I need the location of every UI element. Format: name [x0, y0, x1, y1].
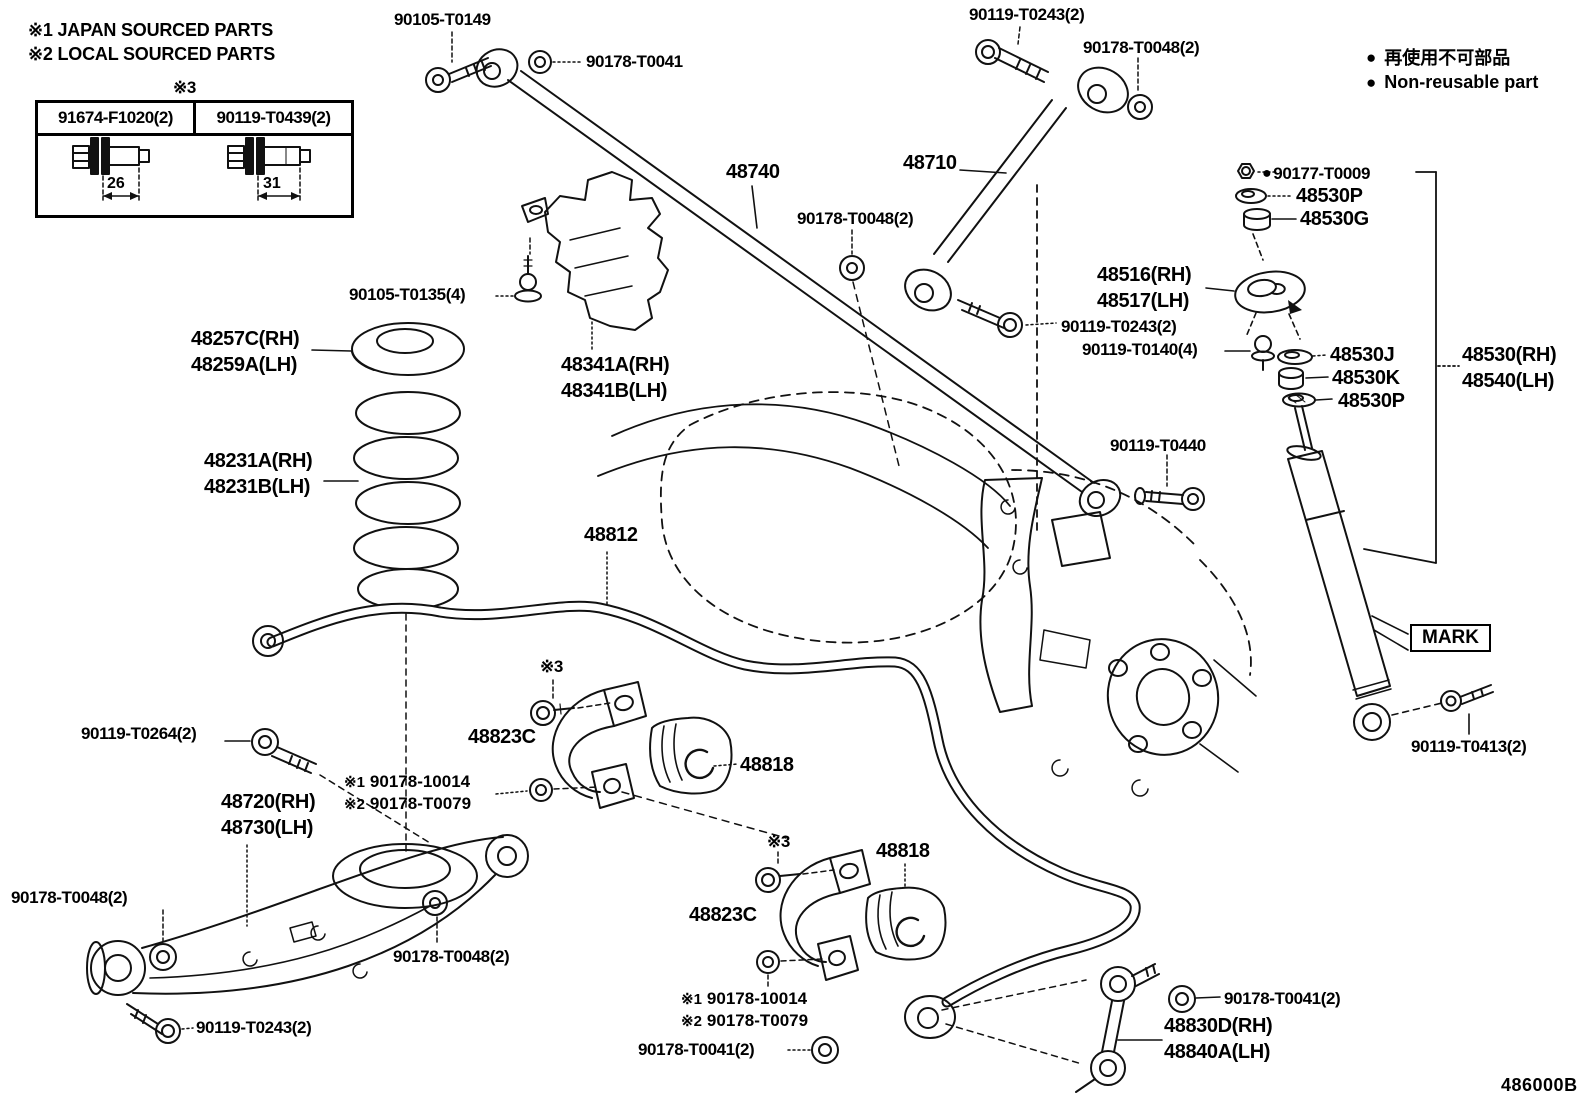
label-48710: 48710: [903, 152, 957, 174]
bolt-90119-t0440-icon: [1134, 454, 1205, 511]
label-48231a-48231b: 48231A(RH)48231B(LH): [204, 450, 313, 498]
nonreusable-bullet-icon: ●: [1262, 165, 1272, 182]
nut-90178-t0048-top-icon: [1127, 57, 1153, 120]
inset-bolt-31: [227, 137, 311, 201]
label-48818-2: 48818: [876, 840, 930, 862]
label-48720-48730: 48720(RH)48730(LH): [221, 791, 316, 839]
label-48257c-48259a: 48257C(RH)48259A(LH): [191, 328, 300, 376]
inset-ref-mark: ※3: [173, 78, 196, 97]
label-90119-t0243-bottom: 90119-T0243(2): [196, 1018, 312, 1037]
label-90178-t0048-right: 90178-T0048(2): [393, 947, 510, 966]
lower-arm-48720: [86, 834, 529, 996]
label-90177-t0009: ● 90177-T0009: [1262, 164, 1371, 183]
label-48516-48517: 48516(RH)48517(LH): [1097, 264, 1192, 312]
label-ref3-a: ※3: [540, 657, 563, 676]
label-90105-t0149: 90105-T0149: [394, 10, 491, 29]
label-48530j: 48530J: [1330, 344, 1395, 366]
label-90178-t0048-left: 90178-T0048(2): [11, 888, 128, 907]
stabilizer-bar-48812: [252, 551, 1141, 1039]
label-90178-t0041-br: 90178-T0041(2): [1224, 989, 1341, 1008]
label-90105-t0135: 90105-T0135(4): [349, 285, 466, 304]
upper-rod-48710: [904, 66, 1129, 312]
nonreusable-bullet-icon: ●: [1366, 47, 1377, 67]
nut-90178-t0041-icon: [528, 50, 583, 74]
mount-hardware-stack: [1235, 163, 1297, 261]
label-48530k: 48530K: [1332, 367, 1400, 389]
bolt-90119-t0264-icon: [224, 728, 431, 844]
label-48530g: 48530G: [1300, 208, 1369, 230]
inset-part-2: 90119-T0439(2): [193, 103, 351, 133]
mark-box: MARK: [1410, 624, 1491, 652]
bolt-90119-t0243-top-icon: [975, 26, 1049, 83]
bushing-48818-2: [865, 863, 947, 961]
knuckle-hub: [979, 477, 1257, 797]
stabilizer-link-48830: [941, 963, 1221, 1093]
spring-seat-48257: [311, 322, 465, 376]
track-bar-48740: [475, 48, 1122, 517]
bolt-90119-t0243-right-icon: [957, 299, 1057, 338]
label-90178-t0048-top: 90178-T0048(2): [1083, 38, 1200, 57]
bracket-48823c-1: [495, 679, 647, 809]
legend-nonreusable-jp: ● 再使用不可部品: [1366, 47, 1511, 68]
dashed-guides: [621, 281, 901, 839]
inset-dim-31: 31: [263, 175, 281, 192]
axle-housing: [597, 184, 1252, 676]
nonreusable-bullet-icon: ●: [1366, 73, 1377, 92]
shock-group-bracket: [1363, 171, 1460, 564]
bolt-90105-t0149-icon: [425, 31, 492, 93]
label-48530-48540: 48530(RH)48540(LH): [1462, 344, 1557, 392]
arm-fasteners: [126, 890, 448, 1044]
nut-90178-t0048-mid-icon: [839, 229, 865, 281]
note-japan-sourced: ※1 JAPAN SOURCED PARTS: [28, 20, 274, 40]
support-48516: [1205, 270, 1306, 340]
label-90178-t0041: 90178-T0041: [586, 52, 683, 71]
label-48823c-2: 48823C: [689, 904, 757, 926]
shock-upper-stack: [1224, 335, 1333, 408]
label-90119-t0264: 90119-T0264(2): [81, 724, 197, 743]
label-48812: 48812: [584, 524, 638, 546]
coil-spring-48231: [323, 391, 461, 854]
label-48818-1: 48818: [740, 754, 794, 776]
bolt-90105-t0135-icon: [495, 237, 542, 303]
shock-absorber-48530: [1286, 405, 1494, 741]
label-48740: 48740: [726, 161, 780, 183]
label-48530p-1: 48530P: [1296, 185, 1363, 207]
label-ref3-b: ※3: [767, 832, 790, 851]
label-90178-t0041-bot: 90178-T0041(2): [638, 1040, 755, 1059]
note-local-sourced: ※2 LOCAL SOURCED PARTS: [28, 44, 276, 64]
label-48823c-1: 48823C: [468, 726, 536, 748]
label-90119-t0243-top: 90119-T0243(2): [969, 5, 1085, 24]
inset-bolt-table: 91674-F1020(2) 90119-T0439(2): [35, 100, 354, 218]
label-90119-t0440: 90119-T0440: [1110, 436, 1206, 455]
bracket-48823c-2: [755, 849, 871, 988]
label-90119-t0243-right: 90119-T0243(2): [1061, 317, 1177, 336]
legend-nonreusable-en: ● Non-reusable part: [1366, 72, 1539, 92]
bushing-48818-1: [649, 716, 739, 795]
nut-90178-t0041-bot-icon: [785, 1036, 839, 1064]
inset-dim-26: 26: [107, 175, 125, 192]
diagram-code: 486000B: [1501, 1075, 1578, 1095]
label-48530p-2: 48530P: [1338, 390, 1405, 412]
label-90119-t0413: 90119-T0413(2): [1411, 737, 1527, 756]
label-48830d-48840a: 48830D(RH)48840A(LH): [1164, 1015, 1273, 1063]
inset-part-1: 91674-F1020(2): [58, 108, 173, 127]
inset-bolt-26: [72, 137, 150, 201]
label-90119-t0140: 90119-T0140(4): [1082, 340, 1198, 359]
label-90178-t0048-mid: 90178-T0048(2): [797, 209, 914, 228]
label-48341a-48341b: 48341A(RH)48341B(LH): [561, 354, 670, 402]
bracket-48341: [521, 171, 669, 351]
